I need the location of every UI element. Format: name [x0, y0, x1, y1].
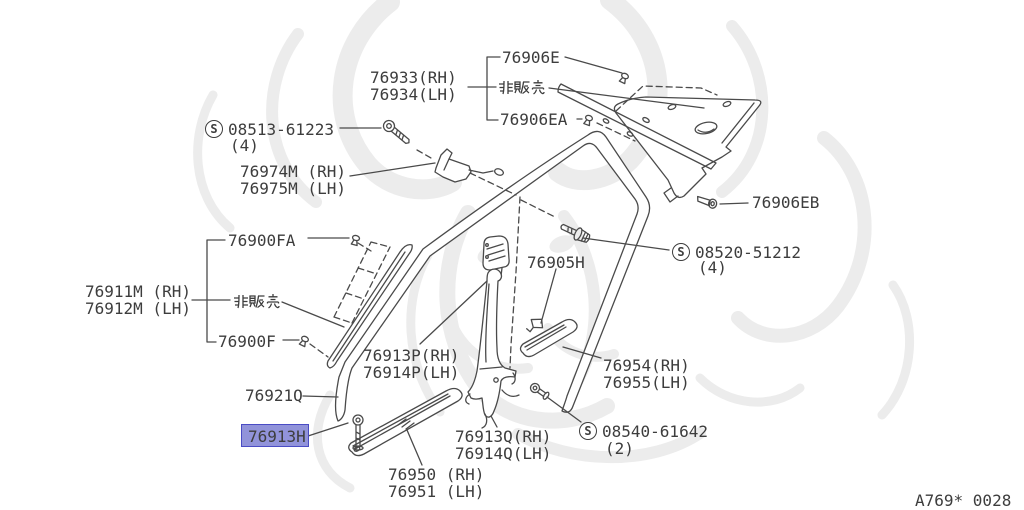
part-rear-sill — [519, 318, 578, 358]
label-76914q: 76914Q(LH) — [455, 444, 552, 463]
hidden-mount-outline — [333, 241, 391, 324]
s-symbol-icon: S — [579, 422, 597, 440]
ref-code: A769* 0028 — [915, 491, 1012, 510]
label-hihanbai-pillar — [234, 294, 280, 309]
label-s08520-qty: (4) — [698, 258, 727, 277]
label-76955: 76955(LH) — [603, 373, 690, 392]
label-76900fa: 76900FA — [228, 231, 296, 250]
label-76905h: 76905H — [527, 253, 585, 272]
part-rear-pillar-panel — [613, 96, 762, 203]
part-bracket-76974 — [434, 148, 505, 183]
s08540-text: 08540-61642 — [602, 421, 708, 441]
label-76951: 76951 (LH) — [388, 482, 485, 501]
label-76934: 76934(LH) — [370, 85, 457, 104]
label-76912m: 76912M (LH) — [85, 299, 191, 318]
label-s08513-qty: (4) — [230, 136, 259, 155]
label-76975m: 76975M (LH) — [240, 179, 346, 198]
label-76911m: 76911M (RH) — [85, 282, 191, 301]
part-roof-rail-garnish — [557, 83, 717, 170]
highlight-76913h — [241, 424, 309, 447]
label-s08513: S 08513-61223 — [205, 120, 334, 138]
s-symbol-icon: S — [205, 120, 223, 138]
label-76906e: 76906E — [502, 48, 560, 67]
label-76950: 76950 (RH) — [388, 465, 485, 484]
leader-lines — [191, 56, 749, 466]
part-center-pillar-trim — [465, 268, 520, 429]
s-symbol-icon: S — [672, 243, 690, 261]
label-s08540-qty: (2) — [605, 439, 634, 458]
label-76906ea: 76906EA — [500, 110, 568, 129]
label-76906eb: 76906EB — [752, 193, 820, 212]
label-76913p: 76913P(RH) — [363, 346, 460, 365]
clip-76906e-icon — [618, 72, 629, 85]
label-s08540: S 08540-61642 — [579, 422, 708, 440]
hidden-lines — [309, 85, 718, 369]
clip-76905h-icon — [526, 318, 544, 333]
screw-08540-icon — [529, 382, 550, 400]
pin-76913h-icon — [352, 414, 364, 451]
label-76974m: 76974M (RH) — [240, 162, 346, 181]
label-76900f: 76900F — [218, 332, 276, 351]
watermark-graphic — [193, 0, 915, 493]
clip-76906ea-icon — [583, 114, 594, 127]
label-76933: 76933(RH) — [370, 68, 457, 87]
part-front-sill — [348, 387, 463, 457]
clip-76900fa-icon — [350, 234, 361, 247]
clip-76900f-icon — [298, 335, 309, 348]
label-hihanbai-roof — [499, 80, 545, 95]
part-door-welt — [334, 130, 651, 422]
label-76913q: 76913Q(RH) — [455, 427, 552, 446]
part-pillar-cap — [482, 235, 510, 279]
s08513-text: 08513-61223 — [228, 119, 334, 139]
label-s08520: S 08520-51212 — [672, 243, 801, 261]
label-76914p: 76914P(LH) — [363, 363, 460, 382]
label-76913h[interactable]: 76913H — [248, 427, 306, 446]
label-76921q: 76921Q — [245, 386, 303, 405]
clip-76906eb-icon — [697, 195, 718, 209]
screw-08513-icon — [382, 119, 410, 144]
label-76954: 76954(RH) — [603, 356, 690, 375]
part-a-pillar-garnish — [326, 244, 413, 369]
s08520-text: 08520-51212 — [695, 242, 801, 262]
